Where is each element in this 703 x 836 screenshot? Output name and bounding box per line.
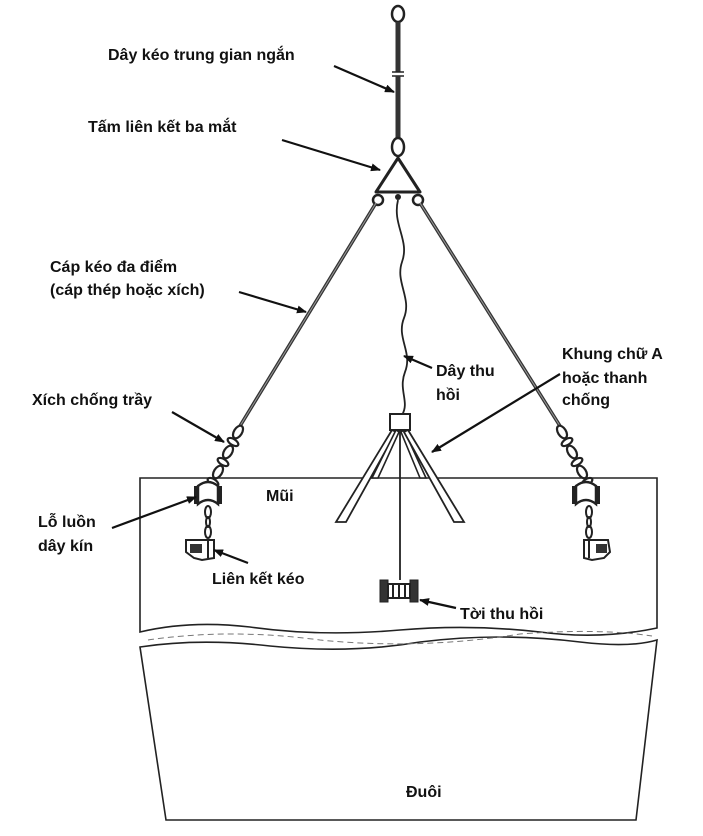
arrow-short-pendant [333,64,395,94]
label-chafing-chain: Xích chống trầy [32,392,152,409]
arrow-a-frame [431,373,561,453]
label-winch: Tời thu hồi [460,606,543,623]
arrow-retrieval-line [403,354,433,370]
label-chock-line1: Lỗ luồn [38,512,96,531]
label-bow: Mũi [266,488,294,505]
label-retrieval-line1: Dây thu [436,363,495,380]
arrow-chock [111,495,197,530]
label-towing-fitting: Liên kết kéo [212,571,305,588]
label-aframe-line2: hoặc thanh [562,370,647,387]
arrow-chafing-chain [171,411,225,443]
short-pendant [390,4,406,158]
arrow-bridle [238,290,307,314]
label-bridle-line1: Cáp kéo đa điểm [50,258,177,276]
label-retrieval-line2: hồi [436,387,460,404]
retrieval-winch [379,579,419,603]
label-short-pendant: Dây kéo trung gian ngắn [108,45,295,64]
retrieval-line [395,199,409,416]
label-chock-line2: dây kín [38,538,93,555]
triangle-plate [371,156,425,207]
towing-fitting-left [185,539,215,562]
bow-deck [139,477,658,636]
label-aframe-line1: Khung chữ A [562,346,663,363]
leader-arrows [111,64,561,610]
fitting-chain-left [204,505,212,539]
label-triangle-plate: Tấm liên kết ba mắt [88,117,237,136]
closed-chock-right [572,480,600,507]
closed-chock-left [194,480,222,507]
fitting-chain-right [585,505,593,539]
towing-fitting-right [583,539,612,562]
arrow-towing-fitting [213,548,249,565]
stern-hull [139,630,658,821]
label-bridle-line2: (cáp thép hoặc xích) [50,282,205,299]
arrow-winch [419,598,457,610]
arrow-triangle-plate [281,138,381,172]
label-aframe-line3: chống [562,392,610,409]
bridle-leg-left [238,202,378,427]
label-stern: Đuôi [406,784,442,801]
a-frame [334,413,466,580]
